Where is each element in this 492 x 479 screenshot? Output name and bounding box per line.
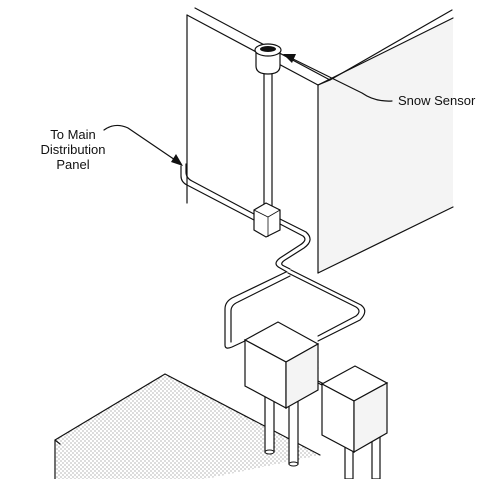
wall-bottom-edge: [317, 206, 454, 274]
main-panel-label-line-2: Distribution: [40, 142, 106, 157]
conduit-left-b: [230, 275, 291, 343]
conduit-drop-b: [279, 218, 311, 270]
sensor-cap: [260, 46, 276, 52]
conduit-right-b: [290, 269, 366, 342]
enclosure2-side: [353, 381, 388, 454]
enclosure-side: [285, 342, 319, 410]
sensor-body: [255, 49, 281, 75]
conduit-right-a: [287, 272, 360, 337]
pad-edge: [54, 373, 321, 479]
concrete-pad: [54, 373, 321, 479]
snow-sensor-leader: [286, 55, 393, 102]
conduit-main-a: [180, 165, 255, 221]
roof-corner: [317, 79, 331, 86]
main-panel-arrowhead: [171, 154, 183, 166]
sensor-mast: [263, 59, 273, 213]
building-wall: [186, 7, 454, 274]
snow-sensor-arrowhead: [283, 54, 296, 63]
conduit-drop-a: [275, 223, 306, 273]
pad-lip: [54, 439, 61, 445]
post-base-right: [288, 461, 299, 467]
contactor-enclosure: [320, 365, 389, 479]
callouts: [103, 54, 393, 166]
snow-sensor-label: Snow Sensor: [398, 93, 476, 108]
post-base-left: [264, 449, 275, 455]
mast-junction-box: [253, 202, 281, 238]
conduit-main-b: [185, 163, 255, 215]
conduit-left-a: [224, 271, 287, 349]
main-panel-leader: [103, 124, 182, 165]
main-panel-label-line-3: Panel: [56, 157, 90, 172]
wall-side-face: [318, 18, 453, 273]
main-panel-label-line-1: To Main: [50, 127, 96, 142]
control-enclosure: [243, 321, 320, 467]
main-distribution-panel-label: To Main Distribution Panel: [18, 127, 128, 172]
wall-front-face: [187, 15, 318, 273]
snow-sensor-assembly: [253, 43, 282, 238]
